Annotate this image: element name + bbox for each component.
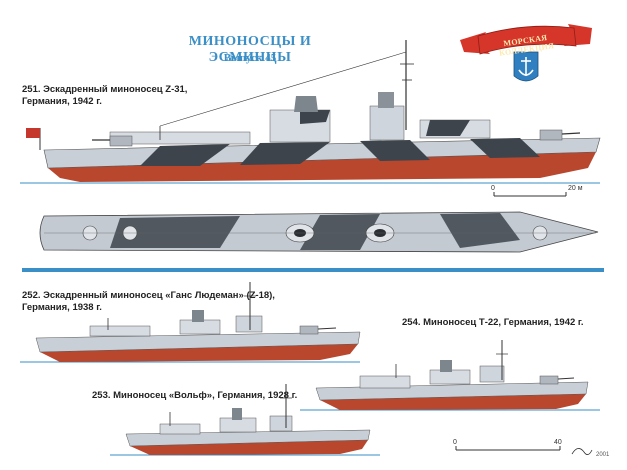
ship-caption-253: 253. Миноносец «Вольф», Германия, 1928 г…: [92, 390, 298, 401]
scale-bottom-start: 0: [453, 439, 457, 446]
scale-bar-top: [493, 192, 567, 197]
ship-caption-254: 254. Миноносец Т-22, Германия, 1942 г.: [402, 317, 584, 328]
section-divider: [22, 268, 604, 272]
anchor-icon: [518, 57, 534, 76]
artist-signature: [571, 448, 593, 455]
ship-caption-251: 251. Эскадренный миноносец Z-31, Германи…: [22, 84, 188, 107]
ship-254-profile: [300, 340, 600, 411]
scale-top-end: 20 м: [568, 185, 583, 192]
ship-caption-252: 252. Эскадренный миноносец «Ганс Людеман…: [22, 290, 275, 313]
page-title: МИНОНОСЦЫ И ЭСМИНЦЫ: [188, 34, 312, 65]
ensign-flag: [26, 128, 40, 138]
ship-252-profile: [20, 282, 361, 363]
ship-253-profile: [110, 384, 380, 456]
ship-251-profile: [20, 40, 601, 184]
issue-number: Выпуск 45: [223, 52, 277, 64]
scale-bar-bottom: [455, 446, 561, 451]
copyright-year: 2001: [596, 452, 610, 458]
scale-top-start: 0: [491, 185, 495, 192]
ship-251-plan: [39, 211, 599, 253]
scale-bottom-end: 40: [554, 439, 562, 446]
collection-logo: [460, 24, 592, 82]
